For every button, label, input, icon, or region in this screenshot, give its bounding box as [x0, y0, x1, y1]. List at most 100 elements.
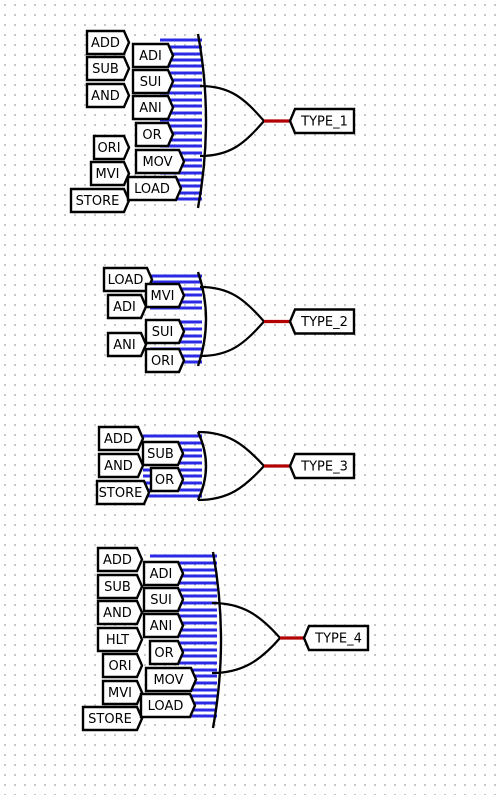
input-tunnel-frame — [89, 160, 131, 187]
input-tunnel[interactable]: MVI — [144, 282, 186, 309]
input-tunnel[interactable]: MVI — [101, 679, 144, 706]
input-tunnel[interactable]: AND — [85, 82, 131, 109]
or-gate[interactable] — [199, 285, 266, 358]
or-gate[interactable] — [197, 430, 266, 502]
input-tunnel-label: SUI — [140, 75, 162, 90]
input-tunnel[interactable]: OR — [149, 466, 185, 493]
input-tunnel-frame — [85, 55, 131, 82]
or-gate[interactable] — [199, 84, 266, 158]
input-tunnel-label: MOV — [153, 673, 183, 688]
input-tunnel-frame — [142, 586, 185, 613]
input-tunnel-frame — [141, 440, 185, 467]
input-tunnel[interactable]: ADD — [97, 425, 145, 452]
input-tunnel[interactable]: LOAD — [139, 692, 197, 719]
input-tunnel[interactable]: STORE — [95, 479, 151, 506]
input-tunnel-frame — [134, 121, 175, 148]
input-tunnel[interactable]: AND — [97, 452, 145, 479]
input-tunnel[interactable]: OR — [148, 639, 185, 666]
output-tunnel-frame — [288, 452, 356, 480]
input-tunnel[interactable]: LOAD — [126, 175, 183, 202]
input-tunnel-frame — [96, 626, 144, 653]
input-tunnel[interactable]: SUI — [144, 318, 186, 345]
input-tunnel-label: LOAD — [108, 273, 144, 288]
input-tunnel-label: OR — [155, 473, 174, 488]
input-tunnel-label: ADD — [91, 36, 120, 51]
input-tunnel-frame — [96, 599, 144, 626]
input-tunnel-label: SUI — [152, 325, 174, 340]
input-tunnel[interactable]: SUI — [142, 586, 185, 613]
output-tunnel-label: TYPE_3 — [300, 460, 348, 475]
input-tunnel-frame — [106, 331, 148, 358]
output-tunnel[interactable]: TYPE_1 — [288, 107, 356, 135]
output-tunnel[interactable]: TYPE_4 — [302, 624, 370, 652]
input-tunnel[interactable]: STORE — [81, 705, 144, 732]
or-gate-input-bus — [196, 431, 208, 501]
input-tunnel[interactable]: MVI — [89, 160, 131, 187]
input-tunnel-label: ADD — [103, 553, 132, 568]
input-tunnel-label: MVI — [108, 686, 132, 701]
input-tunnel[interactable]: ORI — [92, 134, 131, 161]
input-tunnel-frame — [101, 652, 144, 679]
output-tunnel-label: TYPE_2 — [300, 315, 348, 330]
input-tunnel[interactable]: ADI — [131, 42, 175, 69]
input-tunnel-frame — [139, 692, 197, 719]
input-tunnel-label: ANI — [113, 338, 135, 353]
input-tunnel[interactable]: AND — [96, 599, 144, 626]
input-tunnel-label: MVI — [96, 167, 120, 182]
or-gate-input-bus — [211, 551, 223, 729]
input-tunnel[interactable]: ADI — [142, 560, 185, 587]
input-tunnel-frame — [142, 560, 185, 587]
input-tunnel-frame — [144, 666, 198, 693]
input-tunnel-label: ADD — [104, 432, 133, 447]
input-tunnel[interactable]: ANI — [131, 94, 175, 121]
input-tunnel[interactable]: MOV — [144, 666, 198, 693]
input-tunnel-label: STORE — [99, 486, 143, 501]
input-tunnel-label: MVI — [151, 289, 175, 304]
input-tunnel-label: ADI — [139, 49, 162, 64]
input-tunnel[interactable]: ANI — [142, 612, 185, 639]
output-tunnel-label: TYPE_1 — [300, 115, 348, 130]
input-tunnel[interactable]: OR — [134, 121, 175, 148]
input-tunnel[interactable]: ANI — [106, 331, 148, 358]
input-tunnel[interactable]: ADD — [96, 546, 144, 573]
input-tunnel-frame — [144, 347, 186, 374]
input-tunnel-frame — [144, 282, 186, 309]
input-tunnel-frame — [131, 42, 175, 69]
or-gate[interactable] — [211, 601, 282, 675]
input-tunnel-label: LOAD — [148, 699, 184, 714]
circuit-type-3: TYPE_3 ADD AND STORE SUB OR — [95, 425, 356, 506]
input-tunnel-label: HLT — [106, 633, 129, 648]
input-tunnel[interactable]: LOAD — [102, 266, 154, 293]
input-tunnel-frame — [134, 148, 186, 175]
input-tunnel-frame — [144, 318, 186, 345]
input-tunnel[interactable]: SUI — [131, 68, 175, 95]
input-tunnel-label: SUB — [104, 580, 131, 595]
input-tunnel-label: MOV — [142, 155, 172, 170]
input-tunnel[interactable]: SUB — [85, 55, 131, 82]
input-tunnel[interactable]: ORI — [144, 347, 186, 374]
input-tunnel-frame — [97, 452, 145, 479]
input-tunnel[interactable]: HLT — [96, 626, 144, 653]
input-tunnel-frame — [126, 175, 183, 202]
input-tunnel[interactable]: SUB — [141, 440, 185, 467]
input-tunnel[interactable]: STORE — [69, 187, 131, 214]
input-tunnel[interactable]: ADD — [85, 29, 131, 56]
input-tunnel[interactable]: MOV — [134, 148, 186, 175]
input-tunnel-label: ORI — [108, 659, 131, 674]
input-tunnel-frame — [92, 134, 131, 161]
input-tunnel-frame — [85, 29, 131, 56]
input-tunnel-label: ANI — [150, 619, 172, 634]
input-tunnel-label: AND — [91, 89, 120, 104]
input-tunnel-frame — [96, 573, 144, 600]
input-tunnel[interactable]: SUB — [96, 573, 144, 600]
input-tunnel-frame — [131, 68, 175, 95]
input-tunnel[interactable]: ADI — [106, 293, 148, 320]
input-tunnel[interactable]: ORI — [101, 652, 144, 679]
output-tunnel[interactable]: TYPE_2 — [288, 308, 356, 335]
input-tunnel-frame — [81, 705, 144, 732]
input-tunnel-label: SUB — [92, 62, 119, 77]
input-tunnel-frame — [142, 612, 185, 639]
output-tunnel[interactable]: TYPE_3 — [288, 452, 356, 480]
